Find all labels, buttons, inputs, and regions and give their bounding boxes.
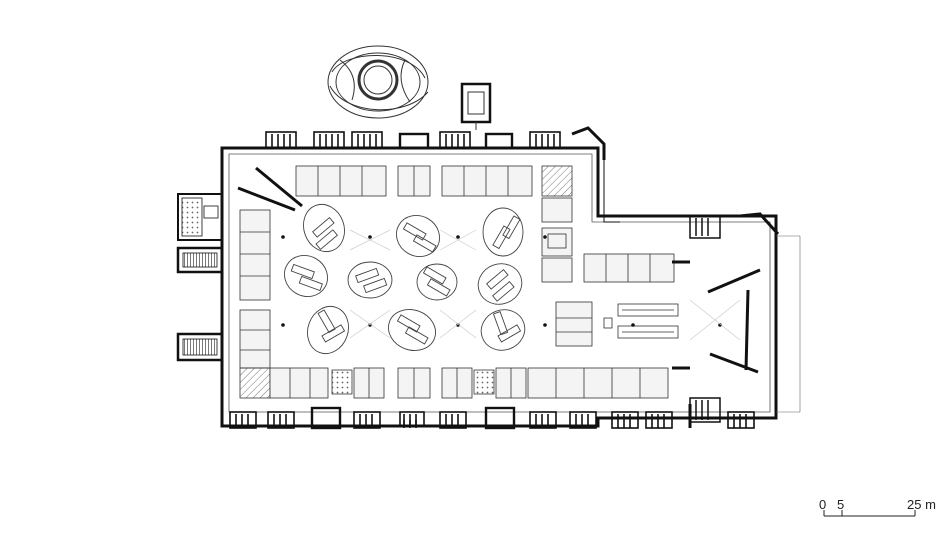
left-annexes [176,193,224,362]
top-stall-row [295,165,573,223]
scale-bar: 0 5 25 m [819,497,936,517]
stair-cores [596,160,780,428]
bottom-stall-row [269,367,669,399]
scale-label-end: 25 m [907,497,936,512]
car-display-platforms [284,203,526,355]
center-right-stalls [541,227,675,347]
elevator-pavilion [460,82,492,130]
escalators [603,303,679,339]
top-facade-bays [265,126,606,160]
entrance-walls-left [237,166,303,212]
scale-label-zero: 0 [819,497,826,512]
circulation-lines [349,229,741,341]
column-dots [281,235,722,327]
entrance-walls-right [672,260,761,374]
bottom-exterior-detail [403,420,417,428]
scale-label-five: 5 [837,497,844,512]
left-stall-column [239,209,271,399]
spiral-ramp [327,45,429,119]
